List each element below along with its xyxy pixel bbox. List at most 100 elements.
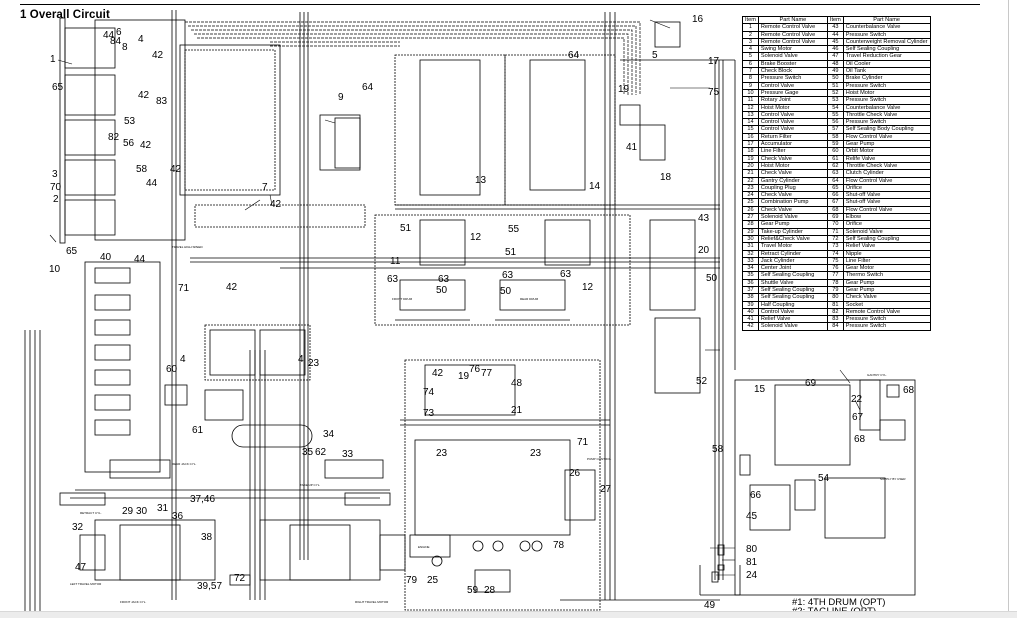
callout-number: 4 <box>138 34 144 45</box>
part-name: Socket <box>842 300 931 309</box>
part-name: Shut-off Valve <box>842 191 931 200</box>
callout-number: 55 <box>508 224 520 235</box>
part-item-number: 73 <box>826 242 844 251</box>
callout-number: 50 <box>500 286 512 297</box>
callout-number: 32 <box>72 522 84 533</box>
part-item-number: 37 <box>742 285 759 295</box>
part-name: Remote Control Valve <box>757 37 828 47</box>
callout-number: 71 <box>178 283 190 294</box>
part-item-number: 18 <box>742 147 759 156</box>
callout-number: 29 <box>122 506 134 517</box>
part-name: Throttle Check Valve <box>842 110 931 120</box>
callout-number: 72 <box>234 573 246 584</box>
part-item-number: 33 <box>742 256 759 266</box>
part-item-number: 6 <box>742 59 759 69</box>
part-item-number: 1 <box>742 23 759 32</box>
callout-number: 42 <box>432 368 444 379</box>
part-name: Brake Cylinder <box>842 74 931 83</box>
part-item-number: 60 <box>826 147 844 156</box>
front-drum-label: FRONT DRUM <box>392 297 413 301</box>
callout-number: 71 <box>577 437 589 448</box>
part-item-number: 70 <box>826 220 844 229</box>
part-item-number: 63 <box>826 169 844 178</box>
gantry-cyl-label: GANTRY CYL. <box>867 373 887 377</box>
component-captions: ENGINE PUMP CONTROL LEFT TRAVEL MOTOR RI… <box>70 245 906 604</box>
callout-number: 15 <box>754 384 766 395</box>
part-item-number: 39 <box>742 300 759 309</box>
part-item-number: 12 <box>742 103 759 112</box>
callout-number: 62 <box>315 447 327 458</box>
callout-number: 1 <box>50 54 56 65</box>
part-item-number: 25 <box>742 198 759 207</box>
callout-number: 38 <box>201 532 213 543</box>
part-name: Oil Cooler <box>842 59 931 69</box>
callout-number: 13 <box>475 175 487 186</box>
callout-number: 51 <box>505 247 517 258</box>
callout-number: 44 <box>146 178 158 189</box>
part-name: Counterweight Removal Cylinder <box>842 37 931 47</box>
callout-number: 30 <box>136 506 148 517</box>
callout-number: 37,46 <box>190 494 215 505</box>
part-item-number: 15 <box>742 125 759 134</box>
note-4th-drum: #1: 4TH DRUM (OPT) <box>792 597 886 608</box>
callout-number: 52 <box>696 376 708 387</box>
engine-label: ENGINE <box>418 545 430 549</box>
part-name: Self Sealing Coupling <box>842 234 931 244</box>
retract-cyl-label: RETRACT CYL. <box>80 511 102 515</box>
callout-number: 59 <box>467 585 479 596</box>
callout-number: 63 <box>438 274 450 285</box>
part-name: Gear Pump <box>842 285 931 295</box>
part-item-number: 4 <box>742 45 759 54</box>
part-item-number: 75 <box>826 256 844 266</box>
callout-number: 60 <box>166 364 178 375</box>
callout-number: 51 <box>400 223 412 234</box>
part-name: Pressure Switch <box>842 322 931 331</box>
part-item-number: 20 <box>742 161 759 171</box>
part-item-number: 30 <box>742 234 759 244</box>
header-name-b: Part Name <box>842 15 931 25</box>
callout-number: 68 <box>854 434 866 445</box>
part-name: Self Sealing Body Coupling <box>842 125 931 134</box>
callout-number: 18 <box>660 172 672 183</box>
callout-number: 44 <box>134 254 146 265</box>
callout-number: 25 <box>427 575 439 586</box>
part-name: Orifice <box>842 220 931 229</box>
part-name: Gear Pump <box>842 278 931 288</box>
part-name: Return Filter <box>757 132 828 142</box>
callout-number: 44 <box>103 30 115 41</box>
callout-number: 73 <box>423 408 435 419</box>
callout-number: 35 <box>302 447 314 458</box>
callout-number: 50 <box>436 285 448 296</box>
part-name: Pressure Switch <box>842 81 931 90</box>
part-item-number: 56 <box>826 118 844 127</box>
control-valve-13-14 <box>319 54 616 206</box>
part-name: Solenoid Valve <box>757 212 828 222</box>
supply-by-user-label: SUPPLY BY USER <box>880 477 906 481</box>
part-item-number: 50 <box>826 74 844 83</box>
part-item-number: 67 <box>826 198 844 207</box>
part-item-number: 54 <box>826 103 844 112</box>
part-item-number: 61 <box>826 154 844 163</box>
part-name: Elbow <box>842 212 931 222</box>
callout-number: 26 <box>569 468 581 479</box>
part-name: Control Valve <box>757 110 828 120</box>
part-name: Counterbalance Valve <box>842 23 931 32</box>
callout-number: 39,57 <box>197 581 222 592</box>
pump-group <box>400 359 610 611</box>
part-name: Gear Pump <box>842 140 931 149</box>
callout-number: 4 <box>298 354 304 365</box>
part-name: Check Valve <box>842 293 931 302</box>
callout-number: 81 <box>746 557 758 568</box>
part-name: Check Valve <box>757 191 828 200</box>
right-travel-motor-label: RIGHT TRAVEL MOTOR <box>355 600 389 604</box>
